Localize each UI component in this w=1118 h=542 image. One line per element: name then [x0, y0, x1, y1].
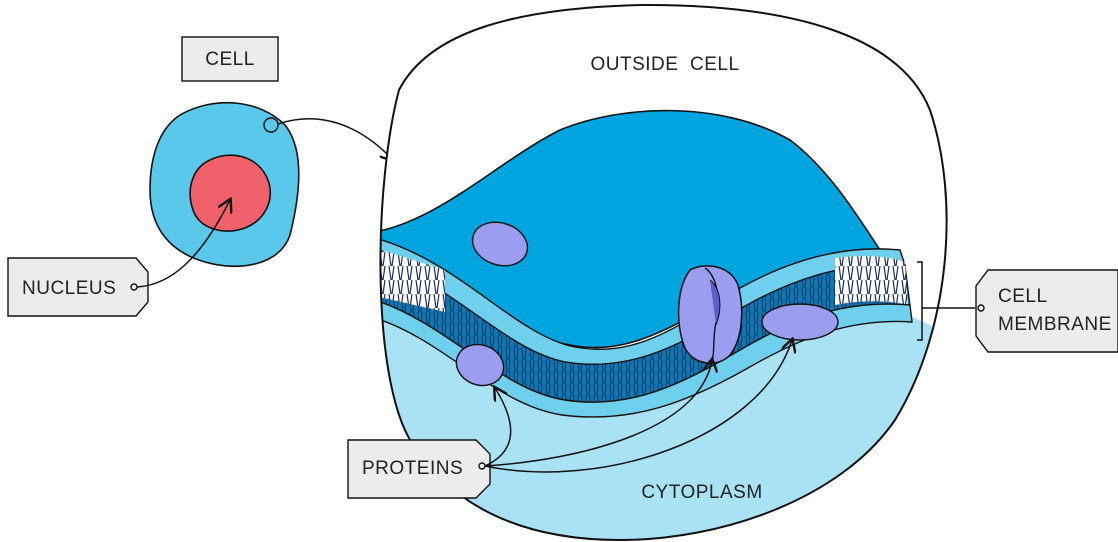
cell-label: CELL [205, 49, 255, 70]
outside-cell-label: OUTSIDE CELL [590, 54, 739, 75]
nucleus [190, 155, 270, 231]
peripheral-protein-right [762, 304, 838, 340]
channel-protein [679, 266, 742, 364]
cell-membrane-label-line2: MEMBRANE [998, 314, 1112, 335]
proteins-label-tag: PROTEINS [348, 440, 490, 498]
cell-membrane-label-tag: CELL MEMBRANE [976, 270, 1118, 352]
nucleus-label: NUCLEUS [22, 278, 116, 299]
proteins-label: PROTEINS [362, 458, 463, 479]
cell-label-tag: CELL [182, 37, 278, 81]
cell-membrane-label-line1: CELL [998, 286, 1048, 307]
cytoplasm-label: CYTOPLASM [641, 482, 762, 503]
nucleus-label-tag: NUCLEUS [8, 258, 148, 316]
small-cell [150, 103, 299, 267]
